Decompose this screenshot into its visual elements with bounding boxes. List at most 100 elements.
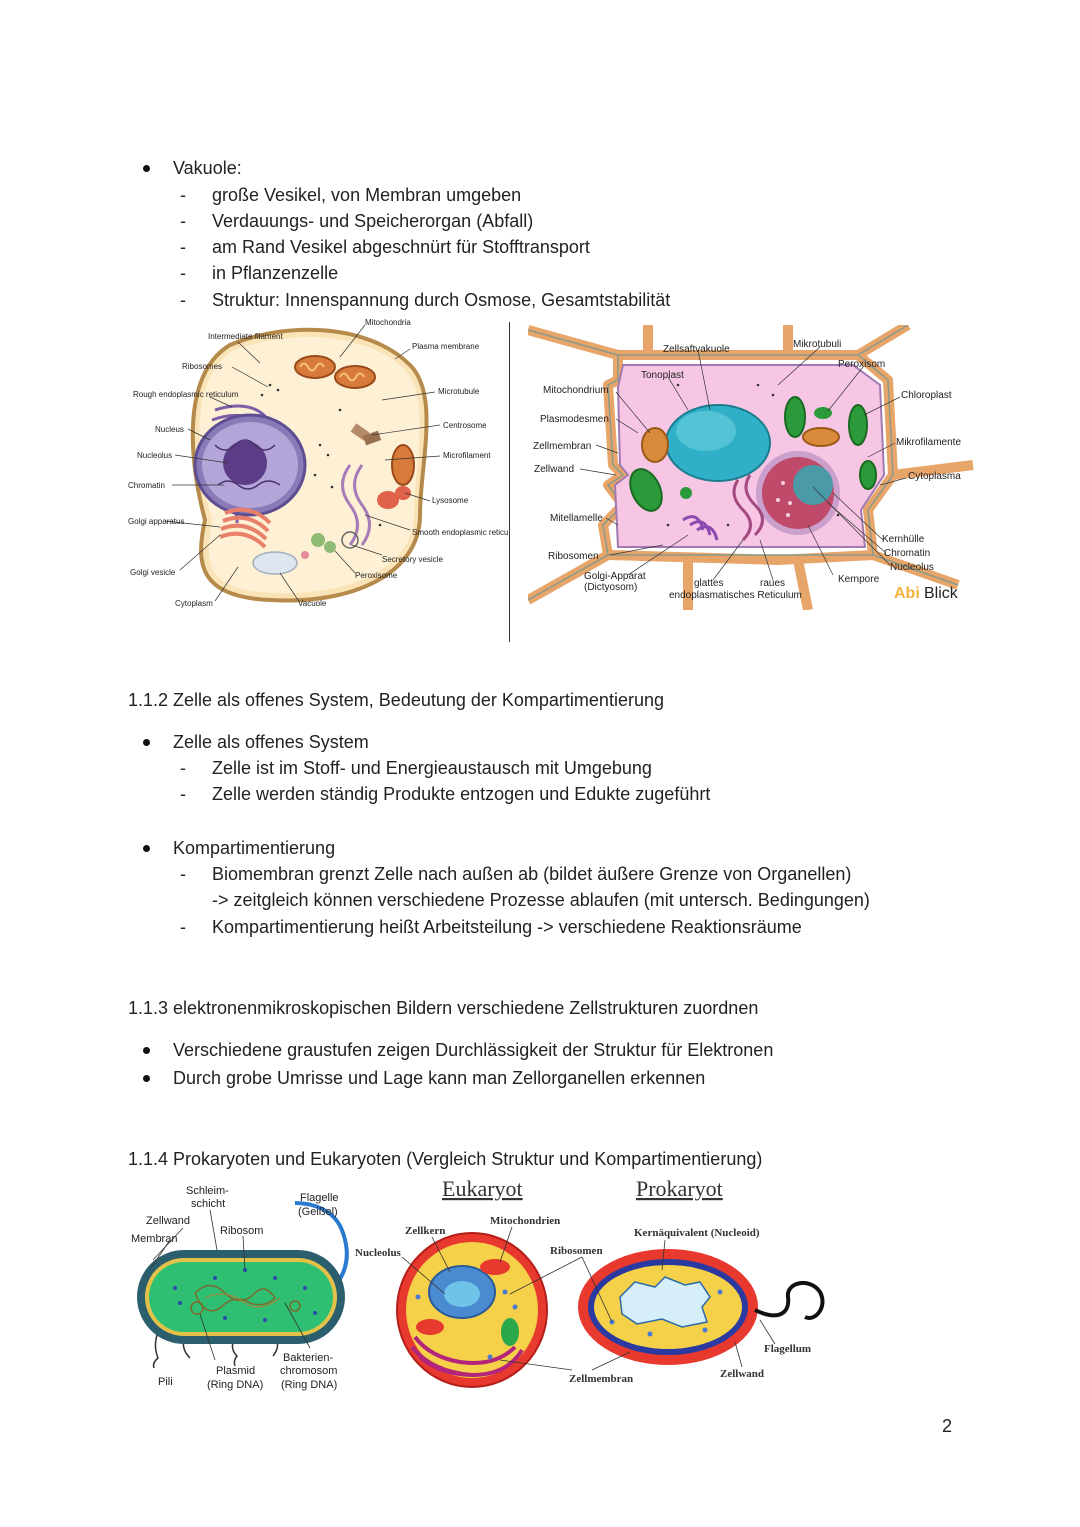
section-heading-114: 1.1.4 Prokaryoten und Eukaryoten (Vergle…: [128, 1149, 763, 1169]
label-pili: Pili: [158, 1376, 173, 1388]
label-nucleolus: Nucleolus: [890, 562, 934, 573]
label-peroxisom: Peroxisom: [838, 359, 885, 370]
bullet-dot: [143, 1047, 150, 1054]
label-raues: raues: [760, 578, 785, 589]
bullet-text: Durch grobe Umrisse und Lage kann man Ze…: [173, 1068, 706, 1088]
bullet-text: Kompartimentierung: [173, 838, 336, 858]
bullet-dot: [143, 165, 150, 172]
list-item-text: Zelle ist im Stoff- und Energieaustausch…: [212, 758, 652, 778]
label-kernhuelle: Kernhülle: [882, 534, 925, 545]
list-item-text: am Rand Vesikel abgeschnürt für Stofftra…: [212, 237, 590, 257]
label-zellwand: Zellwand: [534, 464, 574, 475]
label-golgi: Golgi apparatus: [128, 517, 184, 526]
label-flagelle-2: (Geißel): [298, 1206, 338, 1218]
bullet-graustufen: Verschiedene graustufen zeigen Durchläss…: [143, 1037, 843, 1063]
label-chloroplast: Chloroplast: [901, 390, 952, 401]
label-nucleolus: Nucleolus: [137, 451, 172, 460]
page-number: 2: [941, 1416, 952, 1436]
label-microfilament: Microfilament: [443, 451, 491, 460]
label-zellwand: Zellwand: [146, 1215, 190, 1227]
label-ribosomen: Ribosomen: [548, 551, 599, 562]
bullet-text: Zelle als offenes System: [173, 732, 369, 752]
label-mikrofilamente: Mikrofilamente: [896, 437, 961, 448]
section-heading-112: 1.1.2 Zelle als offenes System, Bedeutun…: [128, 690, 664, 710]
bullet-umrisse: Durch grobe Umrisse und Lage kann man Ze…: [143, 1065, 843, 1091]
label-plasma: Plasma membrane: [412, 342, 480, 351]
section-heading-113: 1.1.3 elektronenmikroskopischen Bildern …: [128, 998, 759, 1018]
label-er: endoplasmatisches Reticulum: [669, 590, 802, 601]
label-secretory: Secretory vesicle: [382, 555, 443, 564]
eukaryot-prokaryot-diagram: Eukaryot Prokaryot Mit: [355, 1176, 825, 1388]
label-glattes: glattes: [694, 578, 723, 589]
list-item-text: Struktur: Innenspannung durch Osmose, Ge…: [212, 290, 671, 310]
animal-cell-diagram: Mitochondria Intermediate filament Plasm…: [128, 318, 510, 608]
list-item-text: -> zeitgleich können verschiedene Prozes…: [212, 890, 870, 910]
bacterium-diagram: Schleim- schicht Flagelle (Geißel) Zellw…: [131, 1185, 349, 1391]
bullet-offenes-system: Zelle als offenes System: [143, 729, 743, 755]
divider: [509, 322, 510, 642]
title-eukaryot: Eukaryot: [442, 1176, 523, 1201]
label-zellmembran: Zellmembran: [569, 1373, 633, 1385]
label-chromosom-1: Bakterien-: [283, 1352, 333, 1364]
label-nucleus: Nucleus: [155, 425, 184, 434]
label-flagellum: Flagellum: [764, 1343, 811, 1355]
list-item-text: in Pflanzenzelle: [212, 263, 339, 283]
label-golgi-dictyosom: (Dictyosom): [584, 582, 637, 593]
label-lysosome: Lysosome: [432, 496, 469, 505]
bullet-kompartimentierung: Kompartimentierung: [143, 835, 743, 861]
label-zellmembran: Zellmembran: [533, 441, 591, 452]
bullet-dot: [143, 1075, 150, 1082]
logo-blick: Blick: [924, 585, 959, 602]
list-item-text: Biomembran grenzt Zelle nach außen ab (b…: [212, 864, 852, 884]
label-golgi: Golgi-Apparat: [584, 571, 646, 582]
bullet-text: Verschiedene graustufen zeigen Durchläss…: [173, 1040, 774, 1060]
label-mitochondrium: Mitochondrium: [543, 385, 609, 396]
label-zellkern: Zellkern: [405, 1225, 445, 1237]
label-golgi-vesicle: Golgi vesicle: [130, 568, 176, 577]
plant-cell-diagram: Zellsaftvakuole Mikrotubuli Tonoplast Pe…: [528, 325, 974, 610]
label-plasmid-2: (Ring DNA): [207, 1379, 263, 1391]
label-plasmodesmen: Plasmodesmen: [540, 414, 609, 425]
label-vacuole: Vacuole: [298, 599, 327, 608]
list-item-text: große Vesikel, von Membran umgeben: [212, 185, 522, 205]
label-chromosom-2: chromosom: [280, 1365, 337, 1377]
label-chromatin: Chromatin: [884, 548, 930, 559]
label-mikrotubuli: Mikrotubuli: [793, 339, 841, 350]
label-chromosom-3: (Ring DNA): [281, 1379, 337, 1391]
list-item-text: Zelle werden ständig Produkte entzogen u…: [212, 784, 711, 804]
label-nucleolus: Nucleolus: [355, 1247, 402, 1259]
label-mitellamelle: Mitellamelle: [550, 513, 603, 524]
label-schleim-1: Schleim-: [186, 1185, 229, 1197]
bullet-text: Vakuole:: [173, 158, 242, 178]
list-item-text: Kompartimentierung heißt Arbeitsteilung …: [212, 917, 802, 937]
label-smooth-er: Smooth endoplasmic reticulum: [412, 528, 510, 537]
label-membran: Membran: [131, 1233, 177, 1245]
logo-abi: Abi: [894, 585, 920, 602]
list-item-text: Verdauungs- und Speicherorgan (Abfall): [212, 211, 534, 231]
label-centrosome: Centrosome: [443, 421, 487, 430]
label-ribosomen: Ribosomen: [550, 1245, 603, 1257]
label-kernpore: Kernpore: [838, 574, 880, 585]
label-cytoplasm: Cytoplasm: [175, 599, 213, 608]
label-tonoplast: Tonoplast: [641, 370, 684, 381]
label-mitochondria: Mitochondria: [365, 318, 411, 327]
bullet-dot: [143, 845, 150, 852]
label-rough-er: Rough endoplasmic reticulum: [133, 390, 239, 399]
label-flagelle-1: Flagelle: [300, 1192, 339, 1204]
label-mitochondrien: Mitochondrien: [490, 1215, 560, 1227]
label-chromatin: Chromatin: [128, 481, 165, 490]
bullet-vakuole: Vakuole:: [143, 155, 743, 181]
label-zellsaftvakuole: Zellsaftvakuole: [663, 344, 730, 355]
label-schleim-2: schicht: [191, 1198, 225, 1210]
bullet-dot: [143, 739, 150, 746]
label-cytoplasma: Cytoplasma: [908, 471, 961, 482]
label-intermediate: Intermediate filament: [208, 332, 283, 341]
label-ribosomes: Ribosomes: [182, 362, 222, 371]
label-zellwand: Zellwand: [720, 1368, 764, 1380]
label-plasmid-1: Plasmid: [216, 1365, 255, 1377]
label-ribosom: Ribosom: [220, 1225, 263, 1237]
label-kernaequivalent: Kernäquivalent (Nucleoid): [634, 1227, 760, 1239]
label-microtubule: Microtubule: [438, 387, 480, 396]
title-prokaryot: Prokaryot: [636, 1176, 723, 1201]
